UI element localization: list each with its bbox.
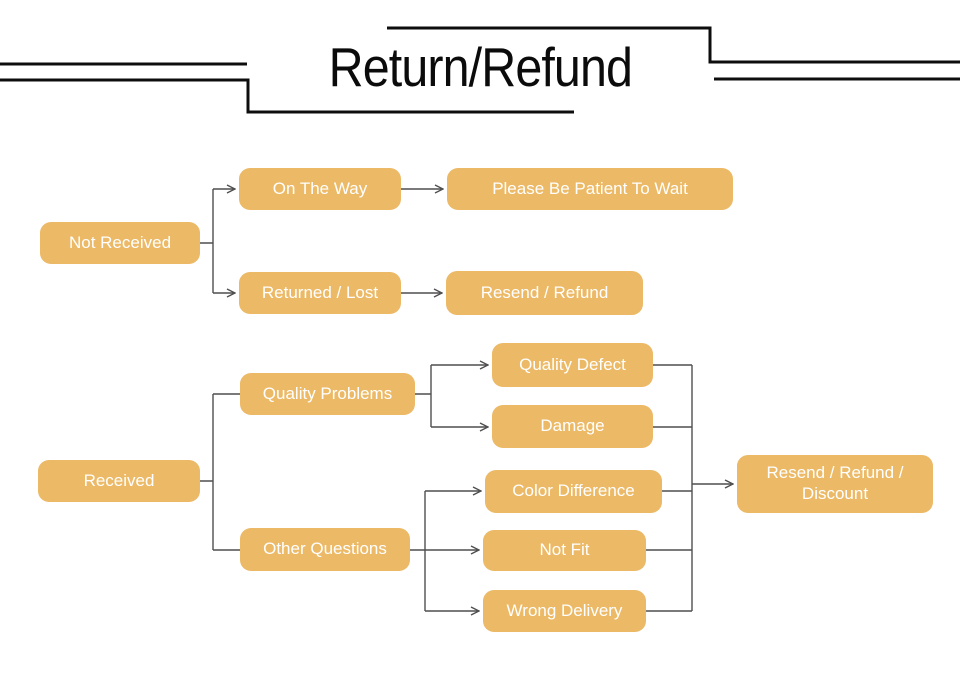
page-title-text: Return/Refund xyxy=(328,35,632,98)
node-color-difference: Color Difference xyxy=(485,470,662,513)
title-frame-lines xyxy=(0,26,960,114)
node-damage: Damage xyxy=(492,405,653,448)
node-quality-problems: Quality Problems xyxy=(240,373,415,415)
node-other-questions: Other Questions xyxy=(240,528,410,571)
node-resend-refund: Resend / Refund xyxy=(446,271,643,315)
connector-lines xyxy=(200,189,733,611)
node-quality-defect: Quality Defect xyxy=(492,343,653,387)
page-title: Return/Refund xyxy=(0,34,960,100)
node-not-fit: Not Fit xyxy=(483,530,646,571)
node-received: Received xyxy=(38,460,200,502)
node-wrong-delivery: Wrong Delivery xyxy=(483,590,646,632)
node-resend-refund-discount: Resend / Refund / Discount xyxy=(737,455,933,513)
node-on-the-way: On The Way xyxy=(239,168,401,210)
node-not-received: Not Received xyxy=(40,222,200,264)
node-please-be-patient: Please Be Patient To Wait xyxy=(447,168,733,210)
node-returned-lost: Returned / Lost xyxy=(239,272,401,314)
